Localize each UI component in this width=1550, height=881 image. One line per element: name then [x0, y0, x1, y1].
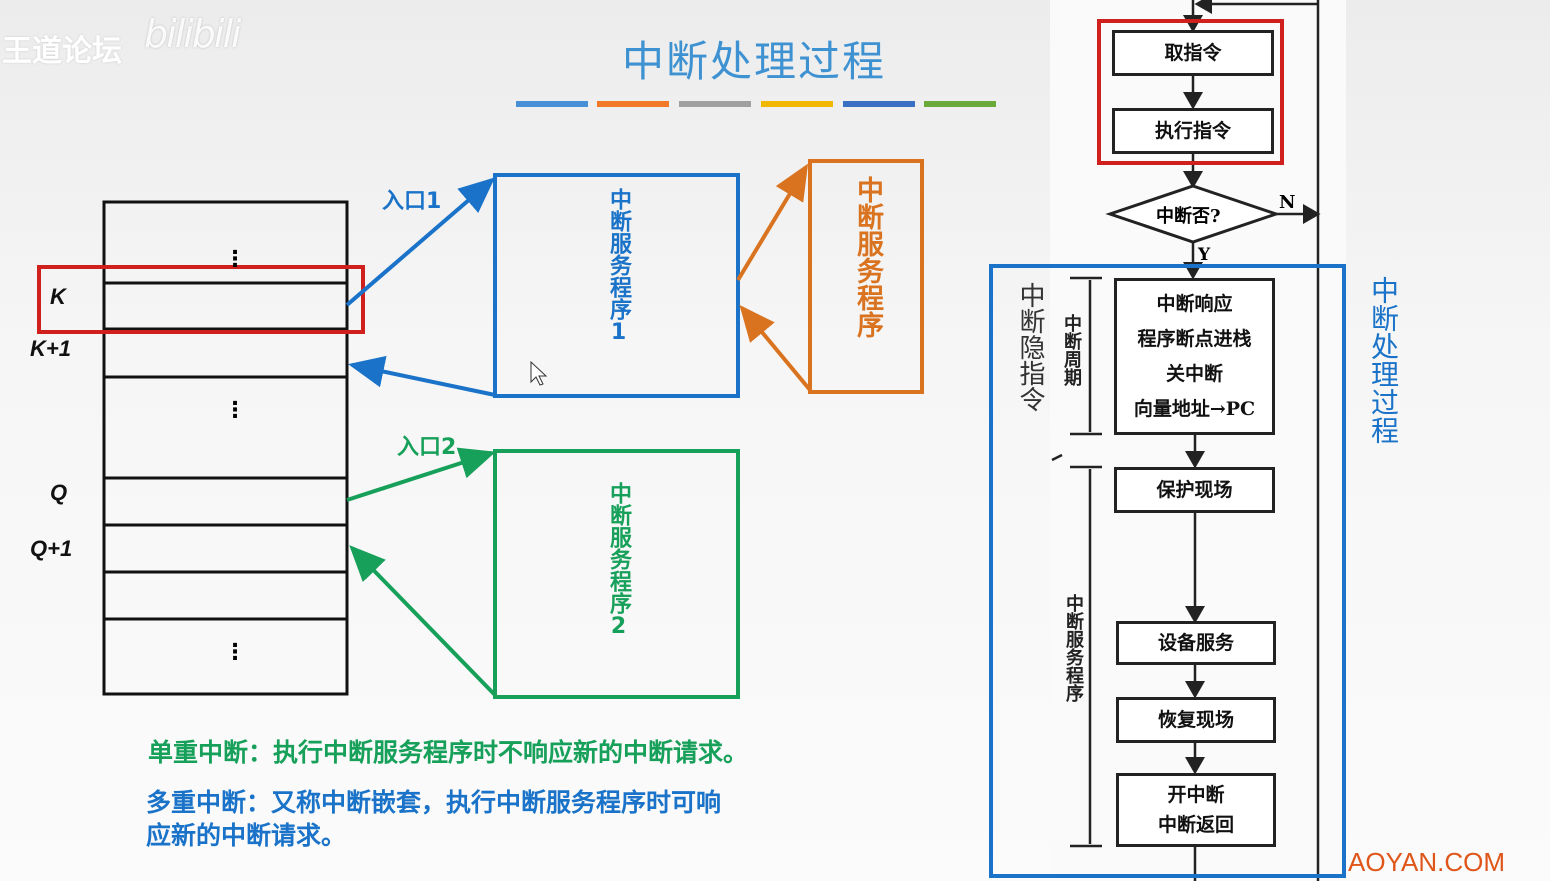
arrow-isr1-return [348, 355, 496, 397]
ellipsis-top: ⋮ [224, 247, 246, 272]
stripe-darkblue [843, 101, 915, 107]
memory-table [102, 200, 349, 696]
return-box: 开中断 中断返回 [1116, 773, 1276, 847]
bilibili-logo: bilibili [144, 12, 242, 56]
multi-interrupt-note-line2: 应新的中断请求。 [146, 821, 347, 850]
label-k-plus-1: K+1 [30, 336, 71, 361]
return-step: 中断返回 [1157, 814, 1234, 836]
ellipsis-bottom: ⋮ [224, 640, 246, 665]
cycle-step: 向量地址→PC [1133, 397, 1256, 420]
isr1-box [493, 173, 740, 398]
arrow-k-to-isr1 [345, 177, 496, 307]
stripe-orange [597, 101, 669, 107]
return-step: 开中断 [1167, 784, 1225, 806]
restore-context-box: 恢复现场 [1116, 697, 1276, 743]
highlight-k-box [37, 265, 365, 334]
entry-1-label: 入口1 [382, 189, 442, 214]
isr2-box [493, 449, 740, 699]
fetch-instruction-box: 取指令 [1112, 30, 1274, 76]
arrow-nested-return [739, 304, 812, 392]
isr-nested-text: 中断服务程序 [852, 176, 883, 338]
page-title: 中断处理过程 [622, 37, 887, 86]
restore-label: 恢复现场 [1157, 708, 1234, 731]
label-q: Q [50, 480, 68, 505]
fetch-execute-highlight [1097, 19, 1284, 165]
decision-label: 中断否? [1156, 206, 1221, 227]
stripe-green [924, 101, 996, 107]
interrupt-cycle-label: 中断周期 [1061, 314, 1082, 386]
isr-nested-box [808, 159, 924, 394]
cycle-step: 中断响应 [1156, 292, 1233, 315]
process-label: 中断处理过程 [1367, 276, 1400, 444]
fetch-label: 取指令 [1164, 41, 1222, 64]
title-stripes [516, 101, 996, 107]
stripe-blue [516, 101, 588, 107]
decision-no-label: N [1279, 192, 1296, 213]
footer-watermark: AOYAN.COM [1348, 847, 1505, 877]
execute-label: 执行指令 [1154, 119, 1231, 142]
arrow-to-nested [736, 163, 809, 282]
ellipsis-middle: ⋮ [224, 398, 246, 423]
isr-label: 中断服务程序 [1063, 594, 1084, 702]
cycle-step: 程序断点进栈 [1137, 327, 1252, 350]
implicit-instruction-label: 中断隐指令 [1015, 282, 1045, 412]
label-q-plus-1: Q+1 [30, 536, 73, 561]
entry-2-label: 入口2 [397, 435, 457, 460]
device-service-box: 设备服务 [1116, 621, 1276, 665]
mouse-cursor-icon [530, 360, 548, 386]
watermark-site: 王道论坛 [2, 34, 122, 69]
arrow-q-to-isr2 [346, 447, 496, 502]
label-k: K [50, 284, 66, 309]
flowchart-lines [1051, 0, 1321, 881]
stripe-gray [679, 101, 751, 107]
cycle-step: 关中断 [1165, 362, 1223, 385]
interrupt-cycle-box: 中断响应 程序断点进栈 关中断 向量地址→PC [1114, 278, 1275, 435]
arrow-isr2-return [349, 545, 497, 697]
execute-instruction-box: 执行指令 [1112, 108, 1274, 154]
decision-yes-label: Y [1198, 245, 1211, 265]
service-label: 设备服务 [1157, 631, 1234, 654]
stripe-yellow [761, 101, 833, 107]
multi-interrupt-note-line1: 多重中断：又称中断嵌套，执行中断服务程序时可响 [146, 788, 722, 817]
interrupt-process-highlight [989, 264, 1346, 878]
save-label: 保护现场 [1156, 478, 1233, 501]
isr1-text: 中断服务程序1 [606, 188, 631, 345]
isr2-text: 中断服务程序2 [606, 482, 631, 639]
single-interrupt-note: 单重中断：执行中断服务程序时不响应新的中断请求。 [148, 738, 749, 767]
save-context-box: 保护现场 [1114, 467, 1275, 513]
